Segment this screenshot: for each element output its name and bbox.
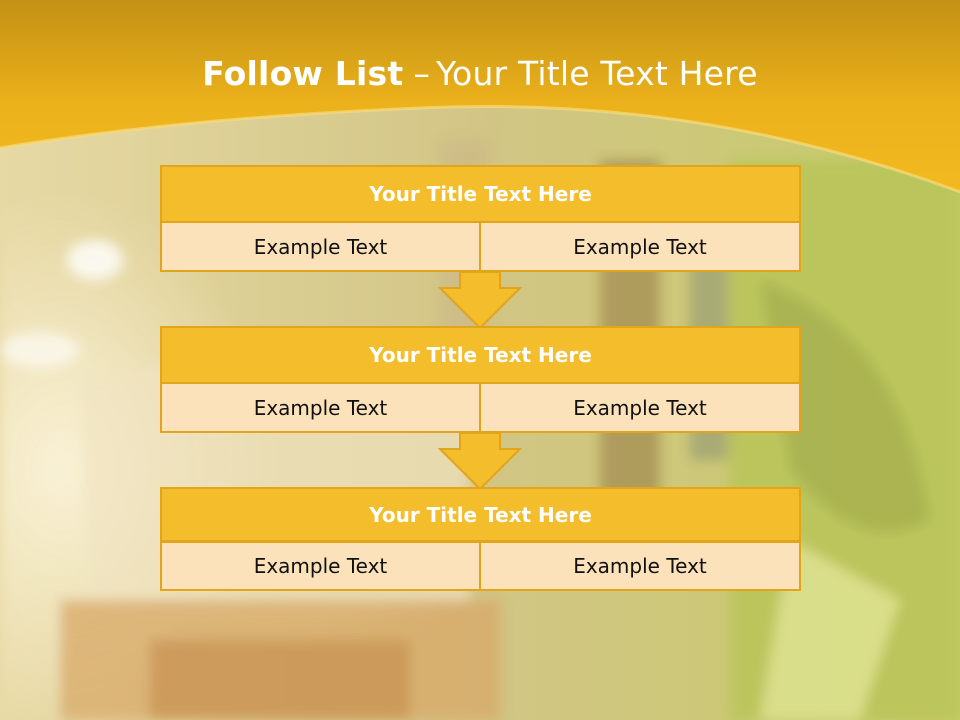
step-title: Your Title Text Here xyxy=(160,487,801,542)
step-cell-left: Example Text xyxy=(160,541,481,591)
step-title: Your Title Text Here xyxy=(160,326,801,384)
down-arrow-icon xyxy=(438,271,522,330)
step-cell-right: Example Text xyxy=(479,221,801,272)
title-bold: Follow List xyxy=(202,54,404,93)
title-rest: Your Title Text Here xyxy=(436,54,758,93)
step-cell-right: Example Text xyxy=(479,382,801,433)
step-cell-right: Example Text xyxy=(479,541,801,591)
step-cell-left: Example Text xyxy=(160,221,481,272)
down-arrow-icon xyxy=(438,432,522,491)
step-title: Your Title Text Here xyxy=(160,165,801,223)
step-cell-left: Example Text xyxy=(160,382,481,433)
title-separator: – xyxy=(413,54,431,93)
slide-title: Follow List–Your Title Text Here xyxy=(0,54,960,93)
